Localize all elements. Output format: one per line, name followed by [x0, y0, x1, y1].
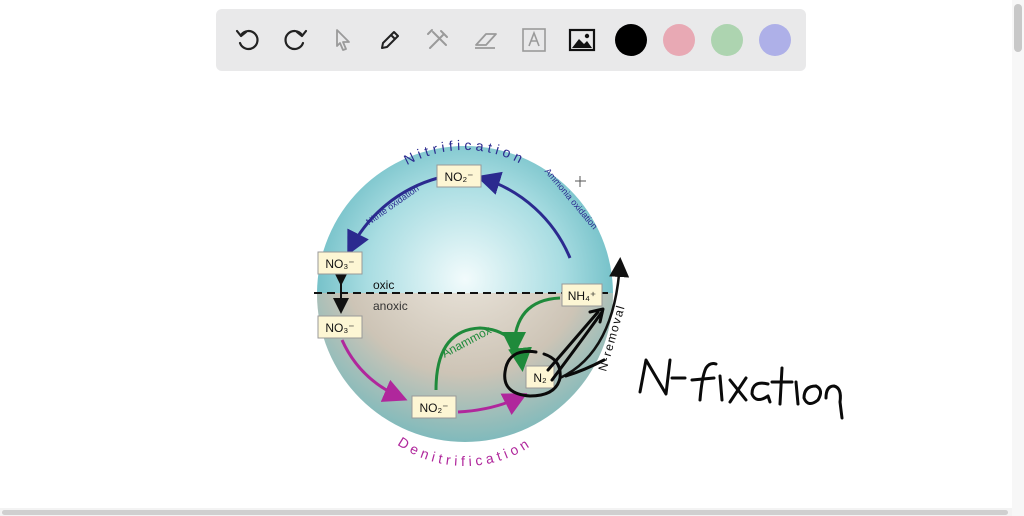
eraser-icon	[475, 33, 497, 49]
pointer-icon	[336, 29, 350, 51]
text-tool[interactable]	[516, 22, 552, 58]
pen-icon	[381, 31, 399, 49]
pointer-tool[interactable]	[325, 22, 361, 58]
letter-a	[750, 381, 772, 404]
pointer-stroke-3	[564, 358, 606, 378]
undo-button[interactable]	[230, 22, 266, 58]
no2-bottom-box: NO₂⁻	[411, 395, 457, 419]
svg-text:NO₃⁻: NO₃⁻	[325, 257, 354, 271]
crosshair-cursor-icon	[575, 176, 586, 187]
letter-t	[770, 366, 794, 406]
svg-text:NO₃⁻: NO₃⁻	[325, 321, 354, 335]
letter-f-cross	[690, 376, 716, 382]
undo-icon	[235, 29, 259, 51]
anoxic-label: anoxic	[373, 299, 408, 313]
color-lavender-swatch[interactable]	[759, 24, 791, 56]
letter-f	[698, 362, 718, 402]
no3-top-box: NO₃⁻	[317, 251, 363, 275]
denitrification-arrow-1	[340, 339, 408, 402]
ammonium-to-n2-arrow	[502, 296, 561, 356]
drawing-toolbar	[216, 9, 806, 71]
vertical-scrollbar[interactable]	[1012, 0, 1024, 516]
svg-text:NO₂⁻: NO₂⁻	[420, 401, 449, 415]
letter-x	[728, 376, 748, 404]
tools-button[interactable]	[420, 22, 456, 58]
image-icon	[568, 28, 596, 52]
anoxic-zone	[317, 293, 613, 442]
ammonia-oxidation-arrow	[476, 171, 572, 259]
color-green-swatch[interactable]	[711, 24, 743, 56]
pointer-stroke-2	[546, 310, 600, 372]
whiteboard-canvas[interactable]: Nitrification Denitrification Nitrite ox…	[0, 0, 1012, 508]
oxic-zone	[317, 146, 613, 293]
no2-top-box: NO₂⁻	[436, 164, 482, 188]
redo-icon	[284, 29, 308, 51]
svg-text:NO₂⁻: NO₂⁻	[445, 170, 474, 184]
image-tool[interactable]	[564, 22, 600, 58]
denitrification-arrow-2	[457, 393, 528, 415]
nh4-box: NH₄⁺	[561, 283, 603, 307]
nitrite-oxidation-arrow	[347, 176, 439, 256]
redo-button[interactable]	[277, 22, 313, 58]
pen-tool[interactable]	[372, 22, 408, 58]
letter-n-2	[824, 384, 844, 420]
no3-bottom-box: NO₃⁻	[317, 315, 363, 339]
svg-text:N₂: N₂	[533, 371, 547, 385]
eraser-tool[interactable]	[468, 22, 504, 58]
svg-text:NH₄⁺: NH₄⁺	[568, 289, 597, 303]
letter-n	[638, 358, 672, 396]
horizontal-scrollbar[interactable]	[0, 508, 1012, 516]
pointer-arrowhead	[588, 307, 605, 324]
oxic-label: oxic	[373, 278, 394, 292]
horizontal-scroll-thumb[interactable]	[2, 510, 1008, 515]
text-icon	[522, 28, 546, 52]
n-removal-arrow	[559, 257, 630, 380]
pointer-stroke-1	[550, 310, 604, 382]
color-pink-swatch[interactable]	[663, 24, 695, 56]
nitrogen-cycle-diagram: Nitrification Denitrification Nitrite ox…	[314, 137, 844, 469]
tools-icon	[427, 29, 448, 49]
n2-box: N₂	[525, 365, 555, 389]
vertical-scroll-thumb[interactable]	[1014, 4, 1022, 52]
color-black-swatch[interactable]	[615, 24, 647, 56]
handwriting-annotation	[503, 307, 844, 420]
letter-i	[718, 374, 724, 402]
letter-o	[802, 384, 823, 405]
letter-i-2	[794, 380, 800, 406]
